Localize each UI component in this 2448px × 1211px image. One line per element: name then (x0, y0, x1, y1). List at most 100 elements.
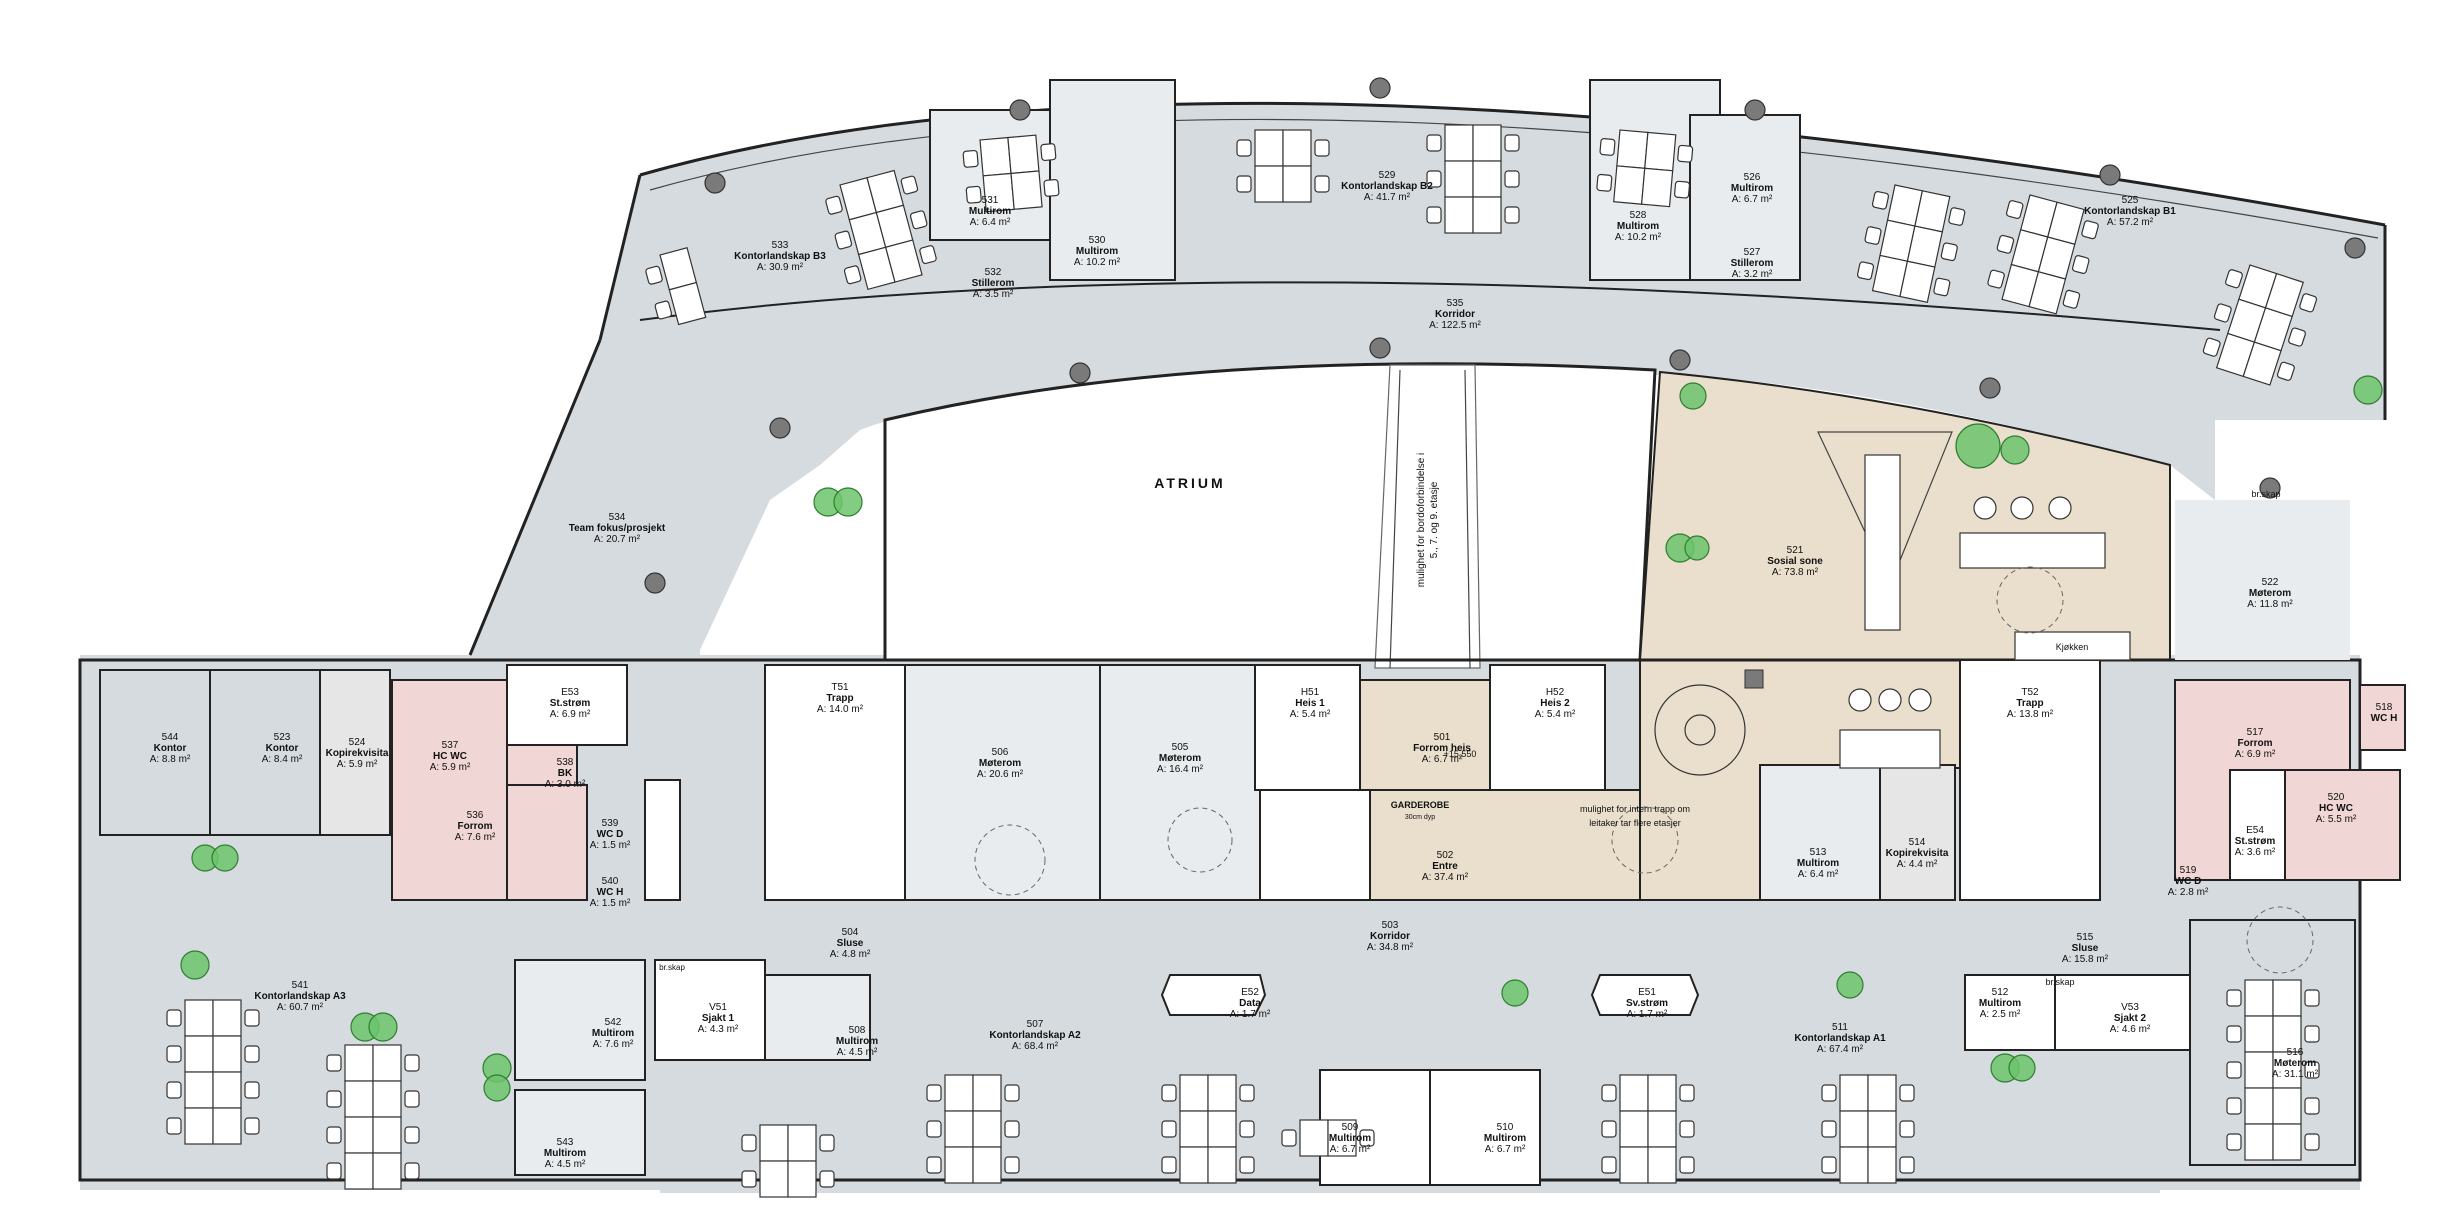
room-area: A: 60.7 m² (277, 1002, 324, 1013)
room-number: 528 (1630, 210, 1647, 221)
chair (919, 245, 937, 265)
desk-cluster (1821, 1074, 1915, 1184)
desk (2272, 1051, 2302, 1089)
room-number: E52 (1241, 987, 1259, 998)
chair (1314, 139, 1330, 157)
room-number: 526 (1744, 172, 1761, 183)
chair (1821, 1084, 1837, 1102)
room-area: A: 4.8 m² (830, 949, 871, 960)
room-number: V51 (709, 1002, 727, 1013)
desk (787, 1160, 817, 1198)
room-number: 516 (2287, 1047, 2304, 1058)
chair (404, 1126, 420, 1144)
room-name: BK (558, 768, 573, 779)
room-area: A: 30.9 m² (757, 262, 804, 273)
chair (166, 1045, 182, 1063)
desk (979, 136, 1012, 177)
room-name: Kopirekvisita (326, 748, 389, 759)
chair (1677, 144, 1694, 163)
chair (1239, 1120, 1255, 1138)
chair (2304, 1061, 2320, 1079)
room-area: A: 6.7 m² (1422, 754, 1463, 765)
room-area: A: 3.6 m² (2235, 847, 2276, 858)
room-name: WC D (2175, 876, 2202, 887)
brskap-label-1: br.skap (2251, 489, 2280, 499)
desk (1444, 160, 1474, 198)
room-number: 502 (1437, 850, 1454, 861)
room-area: A: 11.8 m² (2247, 599, 2293, 610)
room-number: 534 (609, 512, 626, 523)
west-rooms (78, 658, 2406, 1186)
room-area: A: 31.1 m² (2272, 1069, 2319, 1080)
desk (1472, 124, 1502, 162)
room-area: A: 10.2 m² (1074, 257, 1121, 268)
desk-cluster (166, 999, 260, 1145)
chair (819, 1134, 835, 1152)
desk (1647, 1110, 1677, 1148)
brskap-label-2: br.skap (2045, 977, 2074, 987)
desk (1007, 134, 1040, 175)
chair (2288, 327, 2306, 347)
desk-cluster (1987, 194, 2099, 315)
chair (654, 300, 673, 320)
desk (372, 1116, 402, 1154)
room-area: A: 6.9 m² (2235, 749, 2276, 760)
garderobe-label: GARDEROBE (1391, 800, 1450, 810)
desk (1282, 165, 1312, 203)
room-name: Team fokus/prosjekt (569, 523, 666, 534)
room-number: H51 (1301, 687, 1320, 698)
room-name: Entre (1432, 861, 1458, 872)
chair (2202, 337, 2221, 357)
room-name: Møterom (1159, 753, 1201, 764)
chair (1948, 207, 1966, 226)
chair (166, 1081, 182, 1099)
room-name: Møterom (2274, 1058, 2316, 1069)
desk (1619, 1110, 1649, 1148)
room-name: Forrom (2238, 738, 2273, 749)
chair (1236, 175, 1252, 193)
chair (326, 1090, 342, 1108)
chair (404, 1162, 420, 1180)
room-area: A: 73.8 m² (1772, 567, 1819, 578)
desk (212, 1035, 242, 1073)
chair (2304, 1133, 2320, 1151)
room-number: 524 (349, 737, 366, 748)
chair (1679, 1120, 1695, 1138)
chair (926, 1120, 942, 1138)
desk-cluster (1856, 184, 1966, 303)
room-number: 517 (2247, 727, 2264, 738)
room-area: A: 14.0 m² (817, 704, 864, 715)
chair (926, 1156, 942, 1174)
desk (1444, 196, 1474, 234)
room-number: 506 (992, 747, 1009, 758)
desk (1839, 1074, 1869, 1112)
chair (1601, 1156, 1617, 1174)
room-number: V53 (2121, 1002, 2139, 1013)
chair (965, 185, 982, 204)
desk (344, 1044, 374, 1082)
desk (944, 1146, 974, 1184)
room-name: Multirom (1484, 1133, 1526, 1144)
room-number: 507 (1027, 1019, 1044, 1030)
desk (2272, 979, 2302, 1017)
desk-cluster (1281, 1119, 1375, 1157)
desk-cluster (1596, 129, 1694, 208)
chair (1314, 175, 1330, 193)
room-name: Korridor (1370, 931, 1410, 942)
desk (2272, 1087, 2302, 1125)
room-area: A: 67.4 m² (1817, 1044, 1864, 1055)
room-number: 542 (605, 1017, 622, 1028)
desk (1472, 160, 1502, 198)
chair (326, 1126, 342, 1144)
